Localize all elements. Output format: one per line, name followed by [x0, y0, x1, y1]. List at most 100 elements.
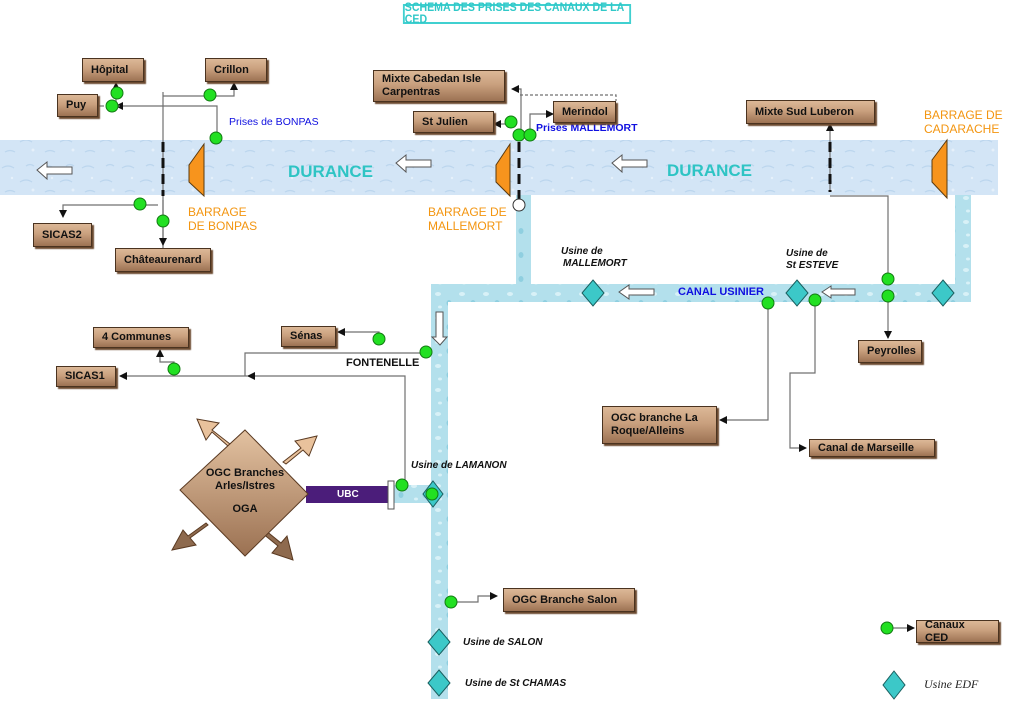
prise-node-icon [110, 86, 124, 100]
barrage-mallemort-line1: BARRAGE DE [428, 205, 507, 219]
legend-canaux-ced: Canaux CED [916, 619, 999, 644]
ubc-canal [306, 486, 390, 503]
prise-node-icon [808, 293, 822, 307]
prise-node-icon [881, 289, 895, 303]
canal-mixte-sud-luberon[interactable]: Mixte Sud Luberon [746, 100, 875, 124]
ubc-gate-icon [387, 480, 395, 510]
flow-arrow-icon [36, 160, 73, 181]
canal-sicas1[interactable]: SICAS1 [56, 366, 116, 387]
flow-arrow-icon [395, 153, 432, 174]
oga-line1: OGC Branches [205, 467, 285, 479]
canal-ogc-roque-line1: OGC branche La [611, 412, 698, 424]
mallemort-gate-icon [512, 198, 526, 212]
prises-mallemort-label: Prises MALLEMORT [536, 122, 638, 134]
barrage-mallemort-label: BARRAGE DE MALLEMORT [428, 205, 507, 233]
barrage-cadarache-icon [931, 138, 948, 200]
usine-salon-icon [427, 628, 451, 656]
canal-mixte-cabedan-line1: Mixte Cabedan Isle [382, 73, 482, 85]
usine-diamonds [422, 279, 955, 700]
prise-node-icon [761, 296, 775, 310]
prise-node-icon [395, 478, 409, 492]
prise-node-icon [209, 131, 223, 145]
river-label-right: DURANCE [667, 161, 752, 180]
canal-ogc-roque-line2: Roque/Alleins [611, 425, 685, 437]
usine-st-esteve-label: Usine de St ESTEVE [786, 248, 838, 272]
prise-node-icon [167, 362, 181, 376]
fontenelle-label: FONTENELLE [346, 357, 420, 369]
oga-arrow-sw-icon [171, 522, 209, 551]
flow-arrow-icon [430, 311, 449, 346]
canal-st-julien[interactable]: St Julien [413, 111, 494, 133]
canal-ogc-branche-salon[interactable]: OGC Branche Salon [503, 588, 635, 612]
prise-node-icon [523, 128, 537, 142]
prise-node-icon [156, 214, 170, 228]
prise-node-icon [444, 595, 458, 609]
barrage-bonpas-line1: BARRAGE [188, 205, 247, 219]
canal-puy[interactable]: Puy [57, 94, 98, 117]
prise-node-icon [203, 88, 217, 102]
canal-hopital[interactable]: Hôpital [82, 58, 144, 82]
river-label-left: DURANCE [288, 162, 373, 181]
flow-arrow-icon [821, 285, 856, 299]
canal-senas[interactable]: Sénas [281, 326, 336, 347]
canal-chateaurenard[interactable]: Châteaurenard [115, 248, 211, 272]
canal-4-communes[interactable]: 4 Communes [93, 327, 189, 348]
flow-arrows [36, 153, 856, 346]
ubc-label: UBC [337, 489, 359, 500]
barrage-mallemort-icon [495, 142, 511, 198]
usine-mallemort-label: Usine de MALLEMORT [561, 246, 627, 270]
barrage-bonpas-line2: DE BONPAS [188, 219, 258, 233]
usine-lamanon-prise-icon [425, 487, 439, 501]
legend-usine-edf: Usine EDF [924, 677, 979, 691]
canal-ogc-roque-alleins[interactable]: OGC branche La Roque/Alleins [602, 406, 717, 444]
usine-salon-label: Usine de SALON [463, 637, 543, 648]
barrage-bonpas-icon [188, 142, 205, 198]
canal-peyrolles[interactable]: Peyrolles [858, 340, 922, 363]
usine-st-chamas-icon [427, 669, 451, 697]
oga-arrow-nw-icon [196, 418, 231, 447]
usine-st-esteve-line2: St ESTEVE [786, 260, 839, 271]
usine-cadarache-canal-icon [931, 279, 955, 307]
usine-mallemort-line2: MALLEMORT [563, 258, 627, 269]
canal-mixte-cabedan[interactable]: Mixte Cabedan Isle Carpentras [373, 70, 505, 102]
flow-arrow-icon [618, 284, 655, 300]
barrage-cadarache-line2: CADARACHE [924, 122, 1000, 136]
canal-mixte-cabedan-line2: Carpentras [382, 86, 441, 98]
oga-arrow-ne-icon [282, 435, 318, 465]
usine-mallemort-icon [581, 279, 605, 307]
prise-node-icon [881, 272, 895, 286]
legend-prise-node-icon [880, 621, 894, 635]
page-title: SCHEMA DES PRISES DES CANAUX DE LA CED [402, 2, 632, 26]
dashed-crossings [161, 142, 832, 200]
flow-arrow-icon [611, 153, 648, 174]
oga-shape [171, 418, 318, 561]
prise-node-icon [512, 128, 526, 142]
prise-nodes [105, 86, 895, 635]
barrage-mallemort-line2: MALLEMORT [428, 219, 503, 233]
barrage-cadarache-line1: BARRAGE DE [924, 108, 1003, 122]
usine-mallemort-line1: Usine de [561, 246, 603, 257]
canal-de-marseille[interactable]: Canal de Marseille [809, 439, 935, 457]
barrages [188, 138, 948, 200]
oga-line2: Arles/Istres [215, 480, 275, 492]
prises-bonpas-label: Prises de BONPAS [229, 116, 319, 128]
canal-merindol[interactable]: Merindol [553, 101, 616, 123]
prise-node-icon [133, 197, 147, 211]
barrage-cadarache-label: BARRAGE DE CADARACHE [924, 108, 1003, 136]
canal-usinier-label: CANAL USINIER [678, 286, 764, 298]
oga-label[interactable]: OGC Branches Arles/Istres OGA [195, 467, 295, 516]
canal-crillon[interactable]: Crillon [205, 58, 267, 82]
prise-node-icon [372, 332, 386, 346]
usine-st-esteve-line1: Usine de [786, 248, 828, 259]
usine-st-esteve-icon [785, 279, 809, 307]
prise-node-icon [105, 99, 119, 113]
prise-node-icon [419, 345, 433, 359]
oga-line3: OGA [232, 503, 258, 515]
barrage-bonpas-label: BARRAGE DE BONPAS [188, 205, 257, 233]
prise-node-icon [504, 115, 518, 129]
usine-st-chamas-label: Usine de St CHAMAS [465, 678, 567, 689]
canal-sicas2[interactable]: SICAS2 [33, 223, 92, 247]
legend-usine-icon [882, 670, 906, 700]
